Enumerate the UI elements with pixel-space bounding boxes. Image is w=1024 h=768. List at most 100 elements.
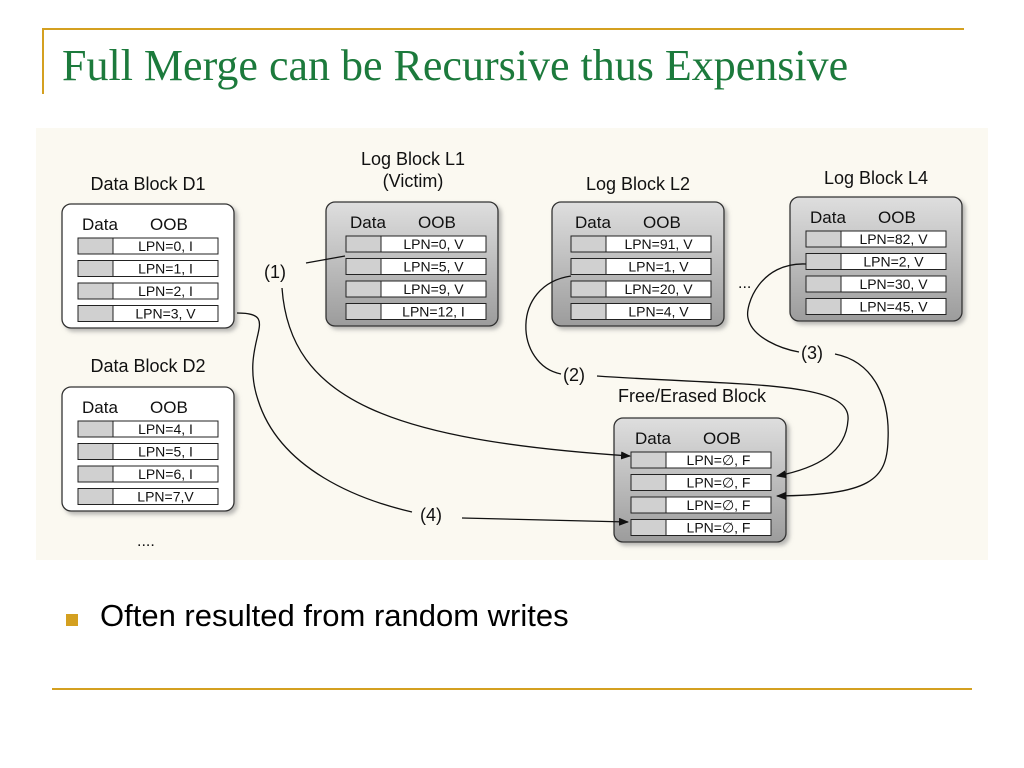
oob-entry: LPN=2, I (138, 283, 193, 299)
data-cell (805, 230, 842, 248)
arrow-step3 (776, 353, 889, 500)
column-header-oob: OOB (878, 208, 916, 227)
step-label-1: (1) (264, 262, 286, 282)
page-row: LPN=4, I (77, 420, 219, 438)
oob-entry: LPN=91, V (624, 236, 693, 252)
data-cell (805, 253, 842, 270)
oob-entry: LPN=6, I (138, 466, 193, 482)
page-row: LPN=20, V (570, 280, 712, 298)
bullet-marker (66, 614, 78, 626)
data-cell (570, 258, 607, 275)
page-row: LPN=∅, F (630, 474, 772, 491)
oob-entry: LPN=4, V (628, 304, 689, 320)
data-cell (77, 260, 114, 277)
data-cell (345, 280, 382, 298)
step-label-3: (3) (801, 343, 823, 363)
ellipsis-between-logs: ... (738, 275, 751, 292)
data-cell (805, 298, 842, 315)
arrow-l4-lpn2 (746, 263, 807, 353)
column-header-data: Data (635, 429, 671, 448)
column-header-oob: OOB (418, 213, 456, 232)
block-title-free: Free/Erased Block (618, 386, 767, 406)
page-row: LPN=5, V (345, 258, 487, 275)
oob-entry: LPN=12, I (402, 304, 465, 320)
data-cell (345, 303, 382, 320)
data-cell (630, 451, 667, 469)
column-header-oob: OOB (150, 398, 188, 417)
arrow-step4 (461, 517, 629, 526)
block-title-l1-line2: (Victim) (383, 171, 444, 191)
merge-arrows (236, 255, 889, 526)
oob-entry: LPN=∅, F (687, 497, 751, 513)
oob-entry: LPN=20, V (624, 281, 693, 297)
block-title-d1: Data Block D1 (90, 174, 205, 194)
data-cell (630, 519, 667, 536)
page-row: LPN=1, I (77, 260, 219, 277)
data-cell (345, 235, 382, 253)
data-cell (630, 496, 667, 514)
block-title-d2: Data Block D2 (90, 356, 205, 376)
oob-entry: LPN=1, V (628, 259, 689, 275)
block-d2: Data Block D2 Data OOB LPN=4, I LPN=5, I LPN=… (61, 356, 235, 512)
data-cell (570, 280, 607, 298)
page-row: LPN=9, V (345, 280, 487, 298)
page-row: LPN=1, V (570, 258, 712, 275)
ellipsis-more-data-blocks: .... (137, 533, 155, 550)
oob-entry: LPN=∅, F (687, 520, 751, 536)
arrow-step1 (281, 287, 631, 460)
step-label-2: (2) (563, 365, 585, 385)
data-cell (805, 275, 842, 293)
arrow-step2 (596, 375, 849, 479)
page-row: LPN=3, V (77, 305, 219, 322)
page-row: LPN=4, V (570, 303, 712, 320)
data-cell (77, 488, 114, 505)
oob-entry: LPN=0, I (138, 238, 193, 254)
data-cell (345, 258, 382, 275)
column-header-data: Data (82, 398, 118, 417)
oob-entry: LPN=∅, F (687, 452, 751, 468)
bottom-rule (52, 688, 972, 690)
block-l4: Log Block L4 Data OOB LPN=82, V LPN=2, V LPN=… (789, 168, 963, 322)
oob-entry: LPN=1, I (138, 261, 193, 277)
data-cell (77, 465, 114, 483)
page-row: LPN=5, I (77, 443, 219, 460)
arrow-l1-lpn0 (305, 255, 346, 264)
data-cell (570, 303, 607, 320)
data-cell (77, 305, 114, 322)
data-cell (77, 237, 114, 255)
page-row: LPN=7,V (77, 488, 219, 505)
arrow-l2-lpn1 (525, 275, 572, 375)
oob-entry: LPN=7,V (137, 489, 194, 505)
data-cell (77, 420, 114, 438)
page-row: LPN=∅, F (630, 519, 772, 536)
oob-entry: LPN=∅, F (687, 475, 751, 491)
page-row: LPN=6, I (77, 465, 219, 483)
block-title-l2: Log Block L2 (586, 174, 690, 194)
bullet-text: Often resulted from random writes (100, 598, 569, 633)
data-cell (630, 474, 667, 491)
page-row: LPN=82, V (805, 230, 947, 248)
page-row: LPN=45, V (805, 298, 947, 315)
page-row: LPN=91, V (570, 235, 712, 253)
step-labels: (1) (2) (3) (4) (264, 262, 823, 525)
column-header-oob: OOB (643, 213, 681, 232)
title-top-line (42, 28, 964, 30)
block-title-l4: Log Block L4 (824, 168, 928, 188)
oob-entry: LPN=2, V (863, 254, 924, 270)
page-row: LPN=2, V (805, 253, 947, 270)
page-row: LPN=∅, F (630, 496, 772, 514)
title-accent-line (42, 28, 44, 94)
oob-entry: LPN=45, V (859, 299, 928, 315)
oob-entry: LPN=9, V (403, 281, 464, 297)
column-header-data: Data (575, 213, 611, 232)
column-header-data: Data (82, 215, 118, 234)
column-header-data: Data (810, 208, 846, 227)
block-title-l1: Log Block L1 (361, 149, 465, 169)
page-row: LPN=2, I (77, 282, 219, 300)
data-cell (77, 282, 114, 300)
slide-title: Full Merge can be Recursive thus Expensi… (62, 41, 849, 90)
data-cell (77, 443, 114, 460)
